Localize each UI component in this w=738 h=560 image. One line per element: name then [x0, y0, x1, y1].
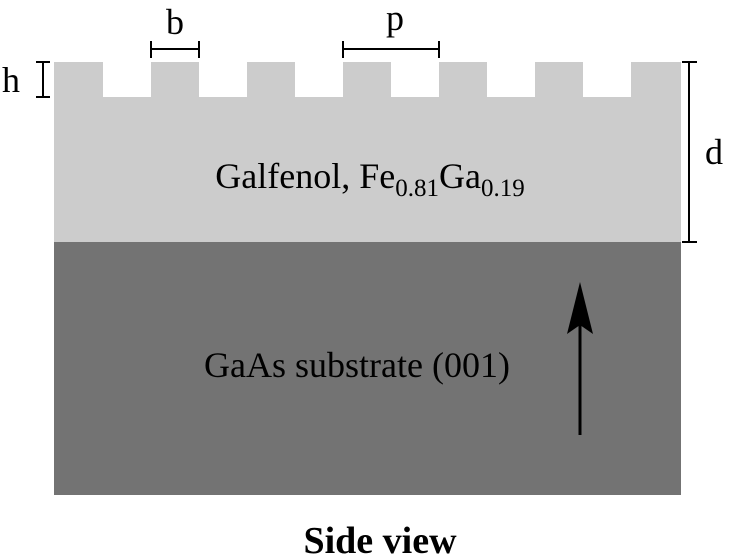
substrate-label: GaAs substrate (001)	[204, 345, 510, 385]
b-label: b	[166, 2, 184, 42]
fe-subscript: 0.81	[395, 175, 439, 202]
d-dimension-marker	[682, 61, 697, 243]
d-label: d	[705, 132, 723, 172]
h-label: h	[2, 60, 20, 100]
ga-subscript: 0.19	[481, 175, 525, 202]
galfenol-film-with-grating	[54, 62, 681, 242]
galfenol-label: Galfenol, Fe0.81Ga0.19	[215, 156, 524, 202]
gaas-substrate	[54, 242, 681, 495]
b-dimension-marker	[150, 41, 200, 58]
ga-symbol: Ga	[439, 156, 481, 196]
up-arrow-icon	[567, 282, 593, 435]
p-label: p	[386, 0, 404, 38]
galfenol-label-prefix: Galfenol, Fe	[215, 156, 395, 196]
side-view-caption: Side view	[303, 520, 457, 560]
p-dimension-marker	[342, 41, 440, 58]
h-dimension-marker	[36, 61, 50, 98]
